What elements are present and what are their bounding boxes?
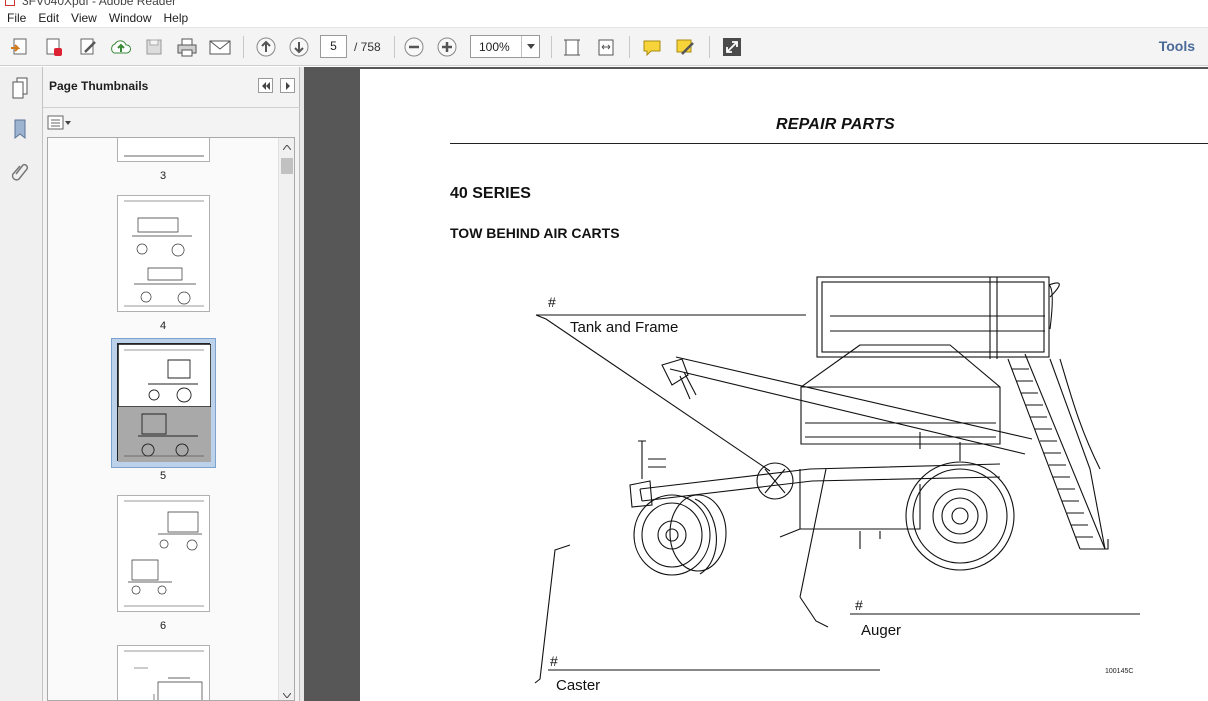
- callout-hash: #: [550, 653, 558, 669]
- callout-tank-and-frame: Tank and Frame: [570, 319, 679, 336]
- scroll-up-icon[interactable]: [279, 140, 294, 154]
- menu-window[interactable]: Window: [108, 10, 152, 25]
- collapse-panel-icon[interactable]: [258, 78, 273, 93]
- email-icon[interactable]: [208, 35, 232, 59]
- thumbnail-page-6[interactable]: [117, 495, 210, 612]
- menu-help[interactable]: Help: [163, 10, 189, 25]
- zoom-in-icon[interactable]: [435, 35, 459, 59]
- save-icon[interactable]: [142, 35, 166, 59]
- menu-file[interactable]: File: [7, 10, 27, 25]
- previous-page-icon[interactable]: [254, 35, 278, 59]
- part-number: 100145C: [1105, 668, 1134, 675]
- tools-button[interactable]: Tools: [1158, 38, 1195, 54]
- fullscreen-icon[interactable]: [720, 35, 744, 59]
- toolbar-separator: [709, 36, 710, 58]
- panel-title: Page Thumbnails: [49, 79, 149, 93]
- print-icon[interactable]: [175, 35, 199, 59]
- zoom-out-icon[interactable]: [402, 35, 426, 59]
- scroll-thumb[interactable]: [281, 158, 293, 174]
- zoom-select[interactable]: 100%: [470, 35, 540, 58]
- bookmarks-icon[interactable]: [7, 116, 33, 142]
- fit-page-icon[interactable]: [560, 35, 584, 59]
- callout-caster: Caster: [556, 677, 601, 694]
- thumbnail-list[interactable]: 3 4 5: [47, 137, 295, 701]
- thumbnail-page-4[interactable]: [117, 195, 210, 312]
- window-title: 3FV040Xpdf - Adobe Reader: [22, 0, 177, 8]
- thumbnail-label: 5: [159, 470, 167, 482]
- page-total: / 758: [354, 40, 381, 54]
- chevron-down-icon[interactable]: [521, 36, 539, 57]
- title-bar: 3FV040Xpdf - Adobe Reader: [0, 0, 1208, 8]
- open-icon[interactable]: [8, 35, 32, 59]
- thumbnail-label: 3: [159, 170, 167, 182]
- header-rule: [450, 143, 1208, 144]
- menu-edit[interactable]: Edit: [38, 10, 60, 25]
- pdf-page: REPAIR PARTS 40 SERIES TOW BEHIND AIR CA…: [360, 69, 1208, 701]
- section-subtitle: TOW BEHIND AIR CARTS: [450, 225, 620, 241]
- expand-panel-icon[interactable]: [280, 78, 295, 93]
- series-title: 40 SERIES: [450, 185, 531, 202]
- thumbnails-panel: Page Thumbnails 3 4: [43, 67, 300, 701]
- create-pdf-icon[interactable]: [42, 35, 66, 59]
- zoom-value: 100%: [479, 40, 510, 54]
- attachments-icon[interactable]: [7, 159, 33, 185]
- scroll-down-icon[interactable]: [279, 688, 294, 700]
- thumbnail-page-7[interactable]: [117, 645, 210, 700]
- page-header: REPAIR PARTS: [776, 116, 895, 133]
- toolbar-separator: [394, 36, 395, 58]
- page-thumbnails-icon[interactable]: [7, 75, 33, 101]
- callout-hash: #: [855, 597, 863, 613]
- upload-cloud-icon[interactable]: [109, 35, 133, 59]
- navigation-rail: [0, 67, 43, 701]
- panel-splitter[interactable]: [300, 67, 304, 701]
- highlight-icon[interactable]: [673, 35, 697, 59]
- edit-pdf-icon[interactable]: [76, 35, 100, 59]
- menu-view[interactable]: View: [71, 10, 97, 25]
- comment-icon[interactable]: [640, 35, 664, 59]
- document-view[interactable]: REPAIR PARTS 40 SERIES TOW BEHIND AIR CA…: [304, 67, 1208, 701]
- thumbnail-scrollbar[interactable]: [278, 138, 294, 700]
- app-icon: [5, 0, 15, 6]
- next-page-icon[interactable]: [287, 35, 311, 59]
- toolbar-separator: [551, 36, 552, 58]
- air-cart-drawing: [534, 276, 1140, 684]
- toolbar-separator: [629, 36, 630, 58]
- callout-hash: #: [548, 294, 556, 310]
- menu-bar: File Edit View Window Help: [0, 8, 1208, 28]
- thumbnail-label: 6: [159, 620, 167, 632]
- thumbnail-page-3[interactable]: [117, 138, 210, 162]
- thumbnail-page-5[interactable]: [117, 343, 212, 462]
- toolbar-separator: [243, 36, 244, 58]
- panel-divider: [43, 107, 300, 108]
- fit-width-icon[interactable]: [594, 35, 618, 59]
- thumbnail-options-button[interactable]: [47, 114, 73, 132]
- thumbnail-label: 4: [159, 320, 167, 332]
- callout-auger: Auger: [861, 622, 902, 639]
- page-number-input[interactable]: 5: [320, 35, 347, 58]
- toolbar: 5 / 758 100% Tools: [0, 28, 1208, 66]
